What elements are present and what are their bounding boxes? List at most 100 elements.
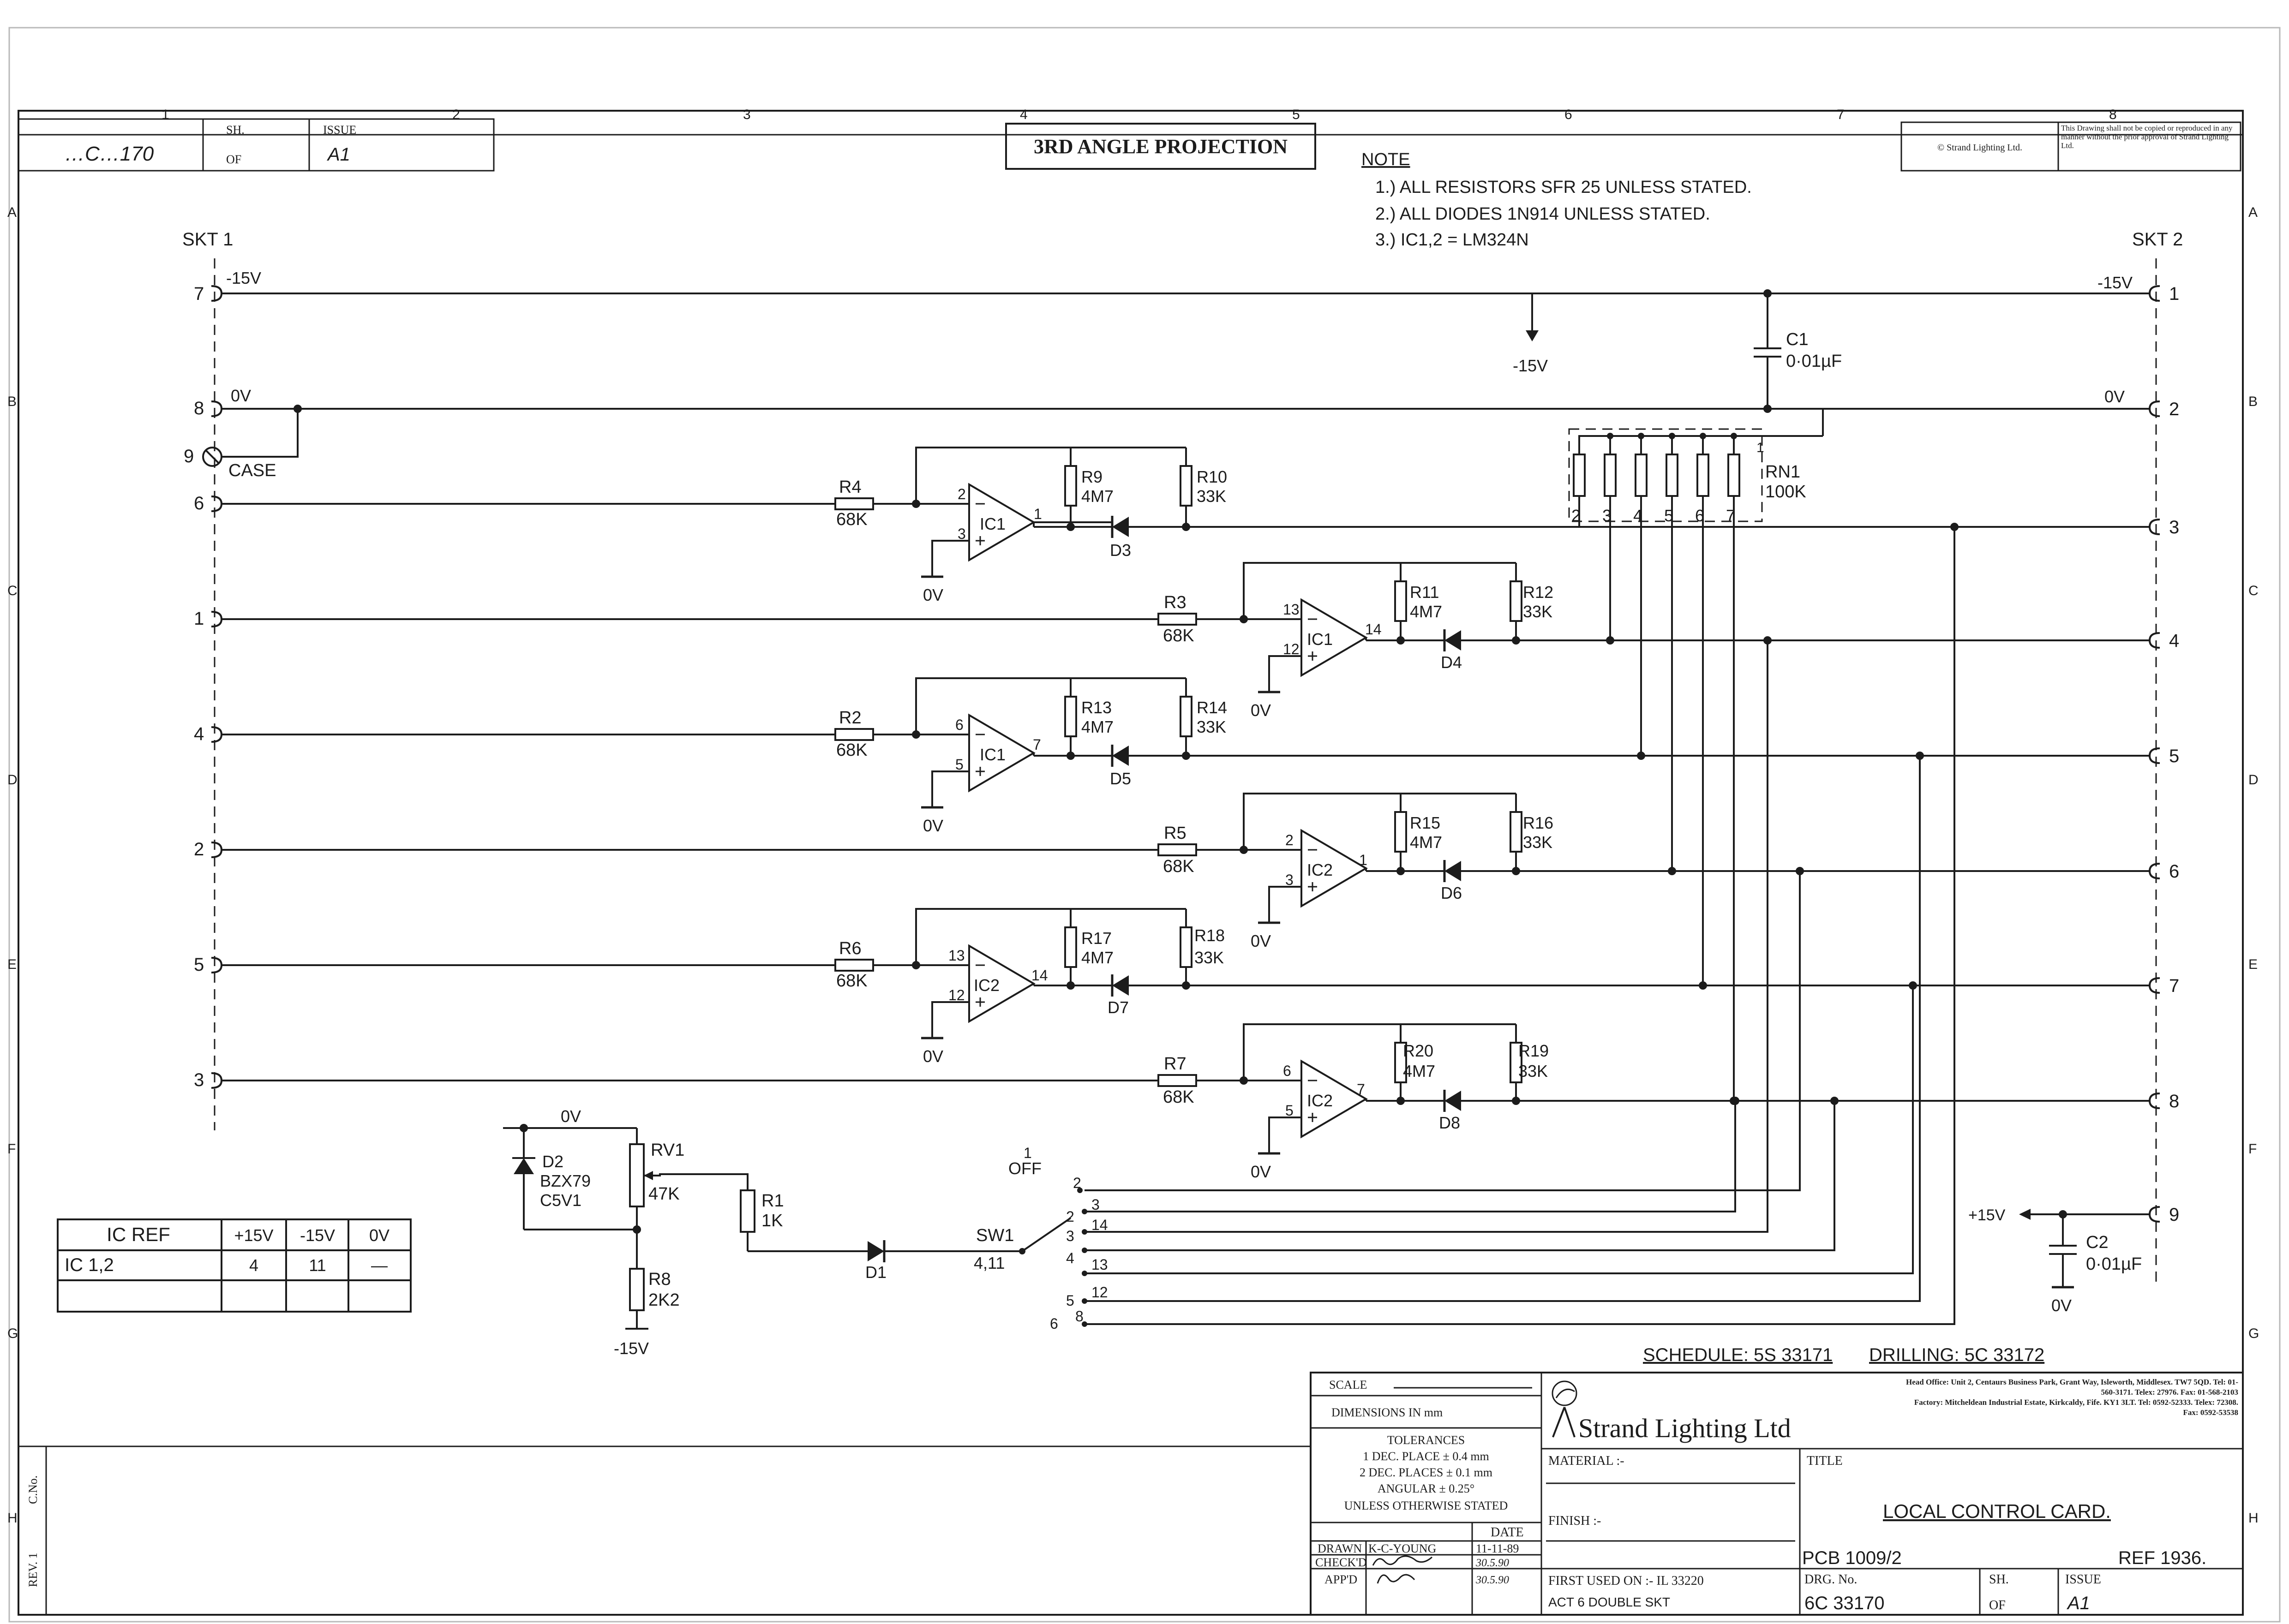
svg-text:9: 9 (2169, 1205, 2179, 1225)
svg-text:REF 1936.: REF 1936. (2118, 1548, 2206, 1568)
svg-text:ANGULAR ± 0.25°: ANGULAR ± 0.25° (1378, 1482, 1474, 1495)
svg-text:+15V: +15V (1968, 1206, 2006, 1224)
svg-text:5: 5 (955, 756, 964, 773)
svg-text:REV. 1: REV. 1 (26, 1552, 40, 1587)
pos-supply: +15V C2 0·01µF 0V (1968, 1206, 2150, 1315)
svg-text:2: 2 (2169, 399, 2179, 419)
svg-text:A1: A1 (327, 144, 350, 165)
svg-text:7: 7 (1837, 107, 1845, 122)
svg-text:Strand Lighting Ltd: Strand Lighting Ltd (1578, 1413, 1791, 1443)
svg-text:4M7: 4M7 (1081, 487, 1114, 506)
svg-text:2.) ALL DIODES 1N914 UNLESS ST: 2.) ALL DIODES 1N914 UNLESS STATED. (1375, 204, 1710, 224)
svg-text:E: E (2248, 957, 2258, 972)
svg-text:SH.: SH. (1989, 1572, 2009, 1587)
skt1-pin-6: 6 (194, 493, 223, 513)
zone-labels: 1 2 3 4 5 6 7 8 A B C D E F G H A B C D … (7, 107, 2259, 1526)
svg-text:7: 7 (194, 284, 204, 304)
svg-text:…C…170: …C…170 (65, 143, 154, 165)
svg-text:R3: R3 (1164, 593, 1186, 612)
svg-text:6: 6 (1564, 107, 1572, 122)
svg-text:6C 33170: 6C 33170 (1804, 1593, 1884, 1613)
svg-text:30.5.90: 30.5.90 (1475, 1574, 1509, 1586)
svg-text:68K: 68K (1163, 857, 1194, 876)
svg-text:FINISH :-: FINISH :- (1548, 1514, 1601, 1528)
svg-text:IC2: IC2 (974, 976, 1000, 995)
svg-text:68K: 68K (1163, 1087, 1194, 1107)
svg-text:A: A (2248, 205, 2258, 220)
svg-text:0V: 0V (231, 386, 251, 405)
svg-text:8: 8 (1075, 1308, 1084, 1325)
svg-text:LOCAL CONTROL CARD.: LOCAL CONTROL CARD. (1883, 1500, 2111, 1522)
svg-text:100K: 100K (1765, 482, 1806, 502)
neg-rail: -15V -15V -15V (222, 269, 2150, 375)
svg-text:47K: 47K (648, 1184, 680, 1204)
svg-text:14: 14 (1091, 1217, 1108, 1233)
svg-text:IC2: IC2 (1307, 860, 1333, 879)
rn1: 1 2 3 4 5 6 7 RN1 100K (1568, 409, 1824, 1101)
notes: NOTE 1.) ALL RESISTORS SFR 25 UNLESS STA… (1361, 150, 1752, 250)
skt2-pin-5: 5 (2148, 746, 2179, 766)
svg-text:IC1: IC1 (980, 514, 1006, 533)
svg-text:30.5.90: 30.5.90 (1475, 1557, 1509, 1569)
svg-text:R5: R5 (1164, 824, 1186, 843)
skt2-pin-6: 6 (2148, 861, 2179, 882)
svg-text:ISSUE: ISSUE (323, 123, 356, 137)
svg-text:4M7: 4M7 (1081, 948, 1114, 967)
svg-text:1: 1 (1034, 506, 1042, 522)
svg-text:R17: R17 (1081, 929, 1112, 948)
skt1-pin-4: 4 (194, 724, 223, 744)
svg-text:F: F (2248, 1141, 2257, 1157)
svg-text:SKT 1: SKT 1 (182, 229, 233, 250)
svg-text:8: 8 (2169, 1091, 2179, 1111)
ic-ref-table: IC REF +15V -15V 0V IC 1,2 4 11 — (57, 1218, 412, 1313)
svg-text:1: 1 (1359, 852, 1367, 868)
svg-text:APP'D: APP'D (1324, 1573, 1357, 1586)
svg-text:IC1: IC1 (980, 745, 1006, 764)
skt2-pins: 1 2 3 4 5 6 7 8 9 (2148, 284, 2179, 1225)
skt2-pin-2: 2 (2148, 399, 2179, 419)
svg-text:RV1: RV1 (651, 1140, 684, 1160)
schedule-line: SCHEDULE: 5S 33171 DRILLING: 5C 33172 (1643, 1345, 2044, 1365)
svg-text:CASE: CASE (228, 461, 276, 480)
channel-1: R4 68K IC1 2 3 1 0V D3 R9 4M7 R10 33K (222, 447, 2150, 604)
svg-text:C: C (7, 583, 18, 598)
svg-text:0V: 0V (369, 1226, 389, 1245)
svg-text:NOTE: NOTE (1361, 150, 1410, 169)
svg-text:-15V: -15V (1513, 356, 1548, 375)
copy-notice: This Drawing shall not be copied or repr… (2061, 124, 2233, 150)
svg-text:PCB 1009/2: PCB 1009/2 (1802, 1548, 1902, 1568)
svg-text:DRG. No.: DRG. No. (1804, 1572, 1857, 1587)
svg-text:33K: 33K (1197, 487, 1226, 506)
svg-text:SCHEDULE: 5S 33171: SCHEDULE: 5S 33171 (1643, 1345, 1833, 1365)
svg-text:7: 7 (2169, 976, 2179, 996)
svg-text:5: 5 (1285, 1102, 1294, 1119)
svg-text:R15: R15 (1410, 813, 1440, 832)
svg-text:1: 1 (2169, 284, 2179, 304)
svg-text:6: 6 (1283, 1063, 1291, 1079)
head-office: Head Office: Unit 2, Centaurs Business P… (1906, 1378, 2238, 1397)
svg-text:4M7: 4M7 (1403, 1062, 1435, 1081)
svg-text:D: D (2248, 772, 2259, 788)
svg-text:8: 8 (2109, 107, 2117, 122)
skt2-pin-1: 1 (2148, 284, 2179, 304)
svg-text:0·01µF: 0·01µF (2086, 1254, 2142, 1274)
skt1-pin-2: 2 (194, 839, 223, 860)
svg-text:-15V: -15V (614, 1339, 649, 1358)
svg-text:4: 4 (1020, 107, 1028, 122)
svg-text:11-11-89: 11-11-89 (1476, 1542, 1519, 1555)
svg-text:4M7: 4M7 (1410, 602, 1442, 621)
switch-bus (1085, 523, 1959, 1325)
svg-text:IC1: IC1 (1307, 630, 1333, 649)
svg-text:RN1: RN1 (1765, 462, 1800, 482)
svg-text:0V: 0V (1251, 701, 1271, 720)
svg-text:R2: R2 (839, 708, 862, 728)
svg-text:5: 5 (2169, 746, 2179, 766)
svg-text:4M7: 4M7 (1081, 717, 1114, 736)
svg-text:SKT 2: SKT 2 (2132, 229, 2183, 250)
svg-text:7: 7 (1357, 1081, 1365, 1098)
svg-text:4,11: 4,11 (974, 1254, 1005, 1272)
svg-text:68K: 68K (836, 971, 868, 991)
svg-text:A: A (7, 205, 17, 220)
svg-text:2 DEC. PLACES ± 0.1 mm: 2 DEC. PLACES ± 0.1 mm (1360, 1466, 1492, 1479)
